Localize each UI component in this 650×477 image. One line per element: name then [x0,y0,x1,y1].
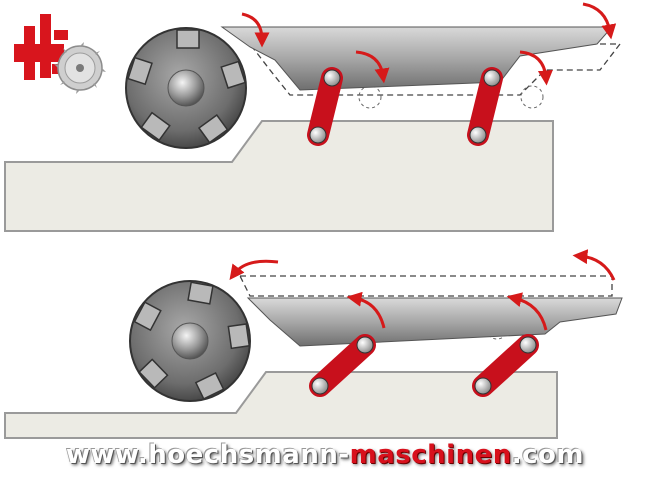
machine-table [4,120,554,232]
infeed-table-plate [246,297,623,347]
ghost-pivot [358,85,382,109]
bottom-panel [4,249,623,439]
rotation-arrow-icon [229,259,279,280]
rotation-arrow-icon [519,50,553,86]
url-prefix: www.hoechsmann- [66,440,350,470]
rotation-arrow-icon [572,249,616,281]
rotation-arrow-icon [346,291,386,329]
link-arm-icon [307,67,343,146]
infeed-table-plate [220,26,614,91]
cutter-head-icon [129,280,251,402]
rotation-arrow-icon [582,2,617,40]
dashed-position-outline [238,275,613,297]
rotation-arrow-icon [241,12,270,48]
ghost-pivot [520,85,544,109]
url-accent: maschinen [349,440,512,470]
link-arm-icon [467,67,503,146]
website-watermark: www.hoechsmann-maschinen.com [0,440,650,470]
link-arm-icon [309,334,376,397]
machine-table [4,371,558,439]
cutter-head-icon [125,27,247,149]
url-suffix: .com [511,440,584,470]
rotation-arrow-icon [355,50,390,84]
saw-blade-icon [54,42,106,94]
link-arm-icon [472,334,539,397]
dashed-position-outline [248,43,622,96]
top-panel [4,2,622,232]
rotation-arrow-icon [506,292,548,331]
